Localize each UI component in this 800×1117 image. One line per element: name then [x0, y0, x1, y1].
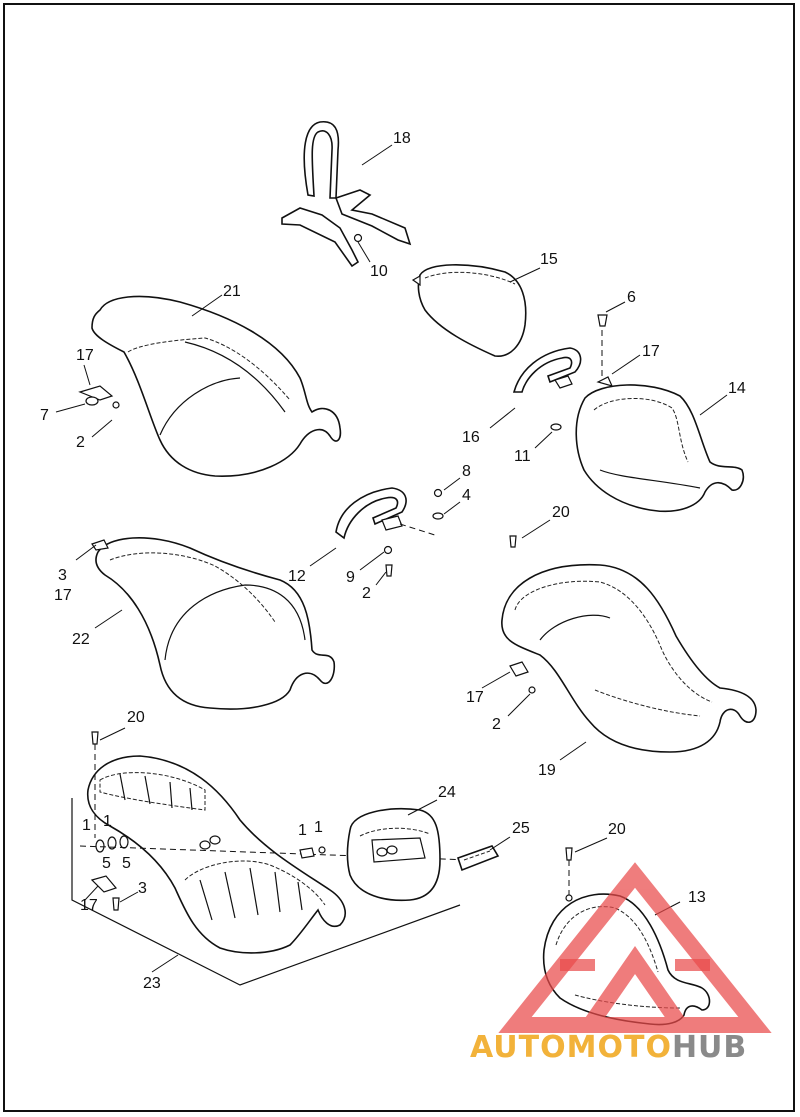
callout-23: 23: [143, 975, 161, 992]
strap-loop-part: [512, 314, 608, 431]
callout-14: 14: [728, 380, 746, 397]
callout-6: 6: [627, 289, 636, 306]
solo-seat-part: [575, 376, 745, 513]
brand-hub: HUB: [671, 1030, 748, 1065]
callout-1: 1: [314, 819, 323, 836]
touring-seat-part: [501, 535, 757, 753]
callout-22: 22: [72, 631, 90, 648]
callout-20: 20: [127, 709, 145, 726]
callout-5: 5: [122, 855, 131, 872]
automotohub-wordmark: AUTOMOTOHUB: [470, 1030, 747, 1065]
custom-seat-assembly: [71, 731, 471, 986]
callout-19: 19: [538, 762, 556, 779]
callout-4: 4: [462, 487, 471, 504]
stepped-seat-part: [91, 537, 336, 710]
brand-auto: AUTO: [470, 1030, 567, 1065]
emblem-badge-part: [456, 845, 500, 872]
callout-10: 10: [370, 263, 388, 280]
callout-17: 17: [80, 897, 98, 914]
brand-moto: MOTO: [566, 1030, 672, 1065]
callout-17: 17: [466, 689, 484, 706]
callout-1: 1: [103, 813, 112, 830]
callout-1: 1: [82, 817, 91, 834]
center-strap-part: [335, 487, 444, 577]
callout-7: 7: [40, 407, 49, 424]
callout-25: 25: [512, 820, 530, 837]
callout-24: 24: [438, 784, 456, 801]
callout-17: 17: [76, 347, 94, 364]
callout-2: 2: [362, 585, 371, 602]
callout-16: 16: [462, 429, 480, 446]
callout-2: 2: [76, 434, 85, 451]
callout-5: 5: [102, 855, 111, 872]
page-frame: [3, 3, 795, 1112]
callout-18: 18: [393, 130, 411, 147]
callout-20: 20: [608, 821, 626, 838]
callout-17: 17: [642, 343, 660, 360]
callout-20: 20: [552, 504, 570, 521]
backrest-pad-part: [346, 808, 441, 902]
callout-17: 17: [54, 587, 72, 604]
callout-21: 21: [223, 283, 241, 300]
callout-9: 9: [346, 569, 355, 586]
callout-15: 15: [540, 251, 558, 268]
leader-lines: [55, 144, 728, 973]
backrest-upright-part: [281, 121, 412, 268]
two-up-seat-part: [78, 295, 342, 477]
callout-3: 3: [138, 880, 147, 897]
callout-11: 11: [514, 448, 531, 465]
callout-1: 1: [298, 822, 307, 839]
callout-13: 13: [688, 889, 706, 906]
callout-8: 8: [462, 463, 471, 480]
callout-3: 3: [58, 567, 67, 584]
callout-12: 12: [288, 568, 306, 585]
callout-labels: 18 10 15 21 6 17 17 14 7 2 16 11 8 4 20 …: [40, 130, 746, 992]
triangle-logo-icon: [498, 862, 772, 1033]
passenger-pillion-part: [411, 264, 527, 357]
callout-2: 2: [492, 716, 501, 733]
